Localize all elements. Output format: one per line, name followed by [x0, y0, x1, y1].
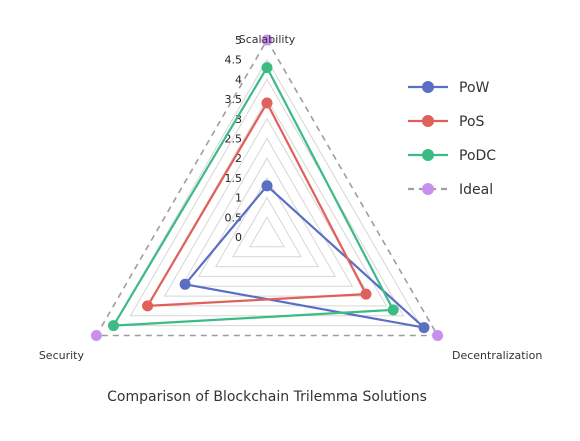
grid-ring	[180, 137, 354, 287]
axis-label-security: Security	[39, 349, 85, 362]
radial-tick-label: 1	[235, 192, 242, 205]
legend-label: PoDC	[459, 148, 496, 164]
data-point	[360, 288, 372, 300]
grid-ring	[232, 196, 302, 258]
grid-ring	[163, 117, 371, 297]
legend-marker	[422, 81, 434, 93]
grid-ring	[249, 216, 285, 248]
data-point	[179, 278, 191, 290]
radial-tick-label: 1.5	[225, 172, 243, 185]
series-line	[112, 66, 395, 327]
radial-tick-label: 3	[235, 113, 242, 126]
radial-tick-label: 4.5	[225, 54, 243, 67]
data-point	[142, 300, 154, 312]
radial-tick-label: 0	[235, 231, 242, 244]
legend-item-pow: PoW	[408, 80, 490, 96]
radial-tick-label: 5	[235, 34, 242, 47]
axis-label-scalability: Scalability	[239, 33, 296, 46]
series-ideal	[90, 34, 444, 341]
series-pos	[142, 97, 372, 312]
legend-marker	[422, 149, 434, 161]
legend-item-pos: PoS	[408, 114, 485, 130]
legend: PoW PoS PoDC Ideal	[408, 80, 496, 198]
grid	[112, 58, 422, 327]
chart-title: Comparison of Blockchain Trilemma Soluti…	[107, 389, 427, 405]
data-point	[261, 34, 273, 46]
series-line	[95, 39, 439, 337]
grid-ring	[214, 176, 320, 268]
radial-tick-label: 4	[235, 73, 242, 86]
data-point	[418, 322, 430, 334]
data-point	[90, 330, 102, 341]
legend-marker	[422, 115, 434, 127]
data-point	[261, 62, 273, 74]
data-point	[261, 97, 273, 109]
series-podc	[108, 62, 399, 332]
grid-ring	[112, 58, 422, 327]
legend-label: PoW	[459, 80, 490, 96]
series-group	[90, 34, 444, 341]
data-point	[108, 320, 119, 332]
legend-label: Ideal	[459, 182, 493, 198]
radial-tick-label: 3.5	[225, 93, 243, 106]
radial-tick-label: 2	[235, 152, 242, 165]
legend-item-ideal: Ideal	[408, 182, 493, 198]
grid-ring	[146, 98, 388, 307]
series-line	[146, 101, 368, 307]
legend-item-podc: PoDC	[408, 148, 496, 164]
data-point	[387, 304, 399, 316]
legend-label: PoS	[459, 114, 485, 130]
data-point	[261, 180, 273, 192]
data-point	[432, 330, 444, 341]
radial-tick-label: 2.5	[225, 133, 243, 146]
radial-tick-labels: 00.511.522.533.544.55	[225, 34, 243, 244]
axis-label-decentralization: Decentralization	[452, 349, 542, 362]
legend-marker	[422, 183, 434, 195]
